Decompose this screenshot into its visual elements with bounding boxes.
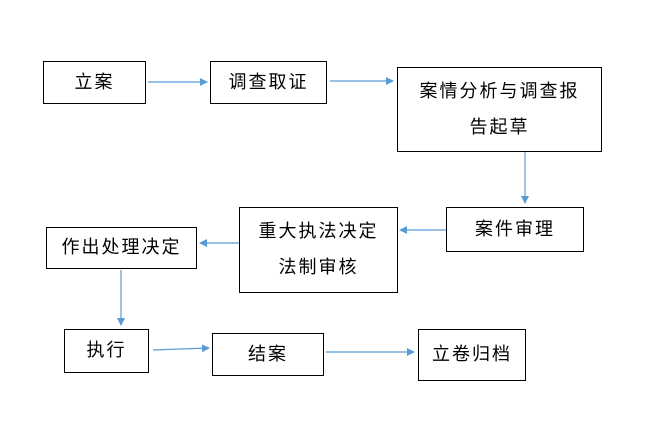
node-decision: 作出处理决定 [46,227,197,269]
node-decision-label: 作出处理决定 [61,237,182,258]
node-closing-label: 结案 [248,343,288,365]
node-investigation: 调查取证 [210,61,327,104]
node-investigation-label: 调查取证 [228,71,309,93]
arrow-execution-to-closing [152,344,210,353]
node-case-review-label: 案件审理 [475,218,555,240]
node-closing: 结案 [212,333,324,376]
node-legal-review-label-line2: 法制审核 [278,257,359,278]
node-legal-review: 重大执法决定 法制审核 [239,207,398,293]
node-filing-label: 立案 [74,71,115,93]
node-execution-label: 执行 [86,340,127,361]
node-case-review: 案件审理 [446,207,584,252]
node-archive-label: 立卷归档 [432,344,512,365]
node-archive: 立卷归档 [418,329,526,381]
node-execution: 执行 [64,329,149,373]
node-analysis-label-line2: 告起草 [469,116,530,138]
node-legal-review-label-line1: 重大执法决定 [258,221,379,242]
node-filing: 立案 [43,61,146,104]
node-analysis-label-line1: 案情分析与调查报 [419,80,580,102]
node-analysis: 案情分析与调查报 告起草 [397,67,602,152]
